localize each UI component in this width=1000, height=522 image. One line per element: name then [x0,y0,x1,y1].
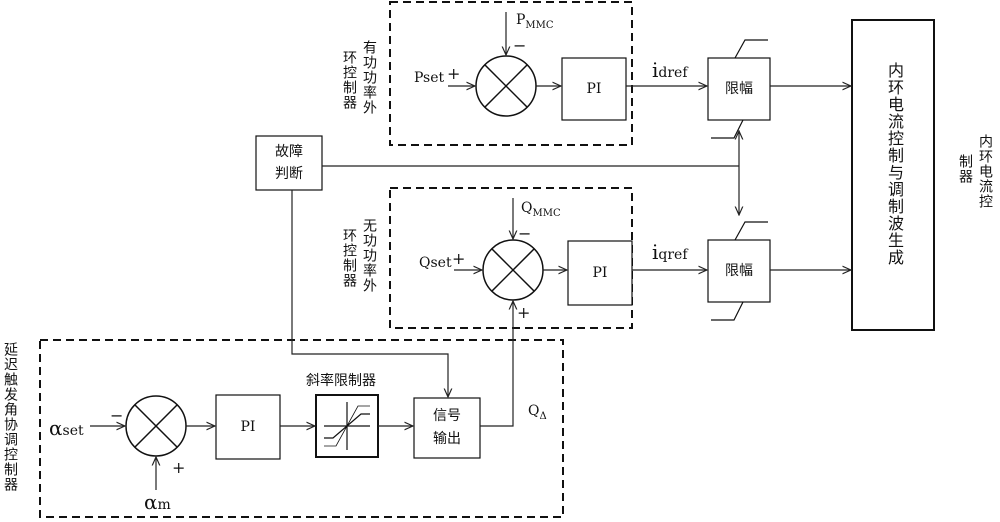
inner-loop-frame [851,19,935,331]
delay-angle-label: 延迟触发角协调控制器 [2,342,18,492]
reactive-outer-label-col2: 环控制器 [341,228,357,288]
limiter-top-frame [707,57,771,121]
q-set-plus: + [452,249,466,268]
sum-junction-p [475,55,537,117]
p-set-label: Pset [414,70,445,86]
q-mmc-label: QMMC [521,200,561,219]
pi-block-q-frame [567,240,633,306]
q-delta-label: QΔ [528,403,547,422]
p-mmc-minus: − [513,36,527,55]
q-mmc-minus: − [518,224,532,243]
signal-output-frame [413,397,481,459]
limiter-top-char-icon [734,39,768,59]
limiter-bottom-char-icon-low [711,301,744,321]
inner-loop-block: 内环电流控制与调制波生成 [885,62,904,266]
i-dref-label: idref [652,58,688,82]
alpha-set-label: αset [49,416,84,440]
pi-block-q: PI [592,265,608,281]
slope-limiter-title: 斜率限制器 [306,373,376,389]
active-outer-label-col2: 环控制器 [341,50,357,110]
slope-limiter-block [315,394,379,458]
p-mmc-label: PMMC [516,12,554,31]
fault-detect-line1: 故障 [275,144,303,160]
signal-output-line1: 信号 [433,408,461,424]
q-delta-plus: + [517,303,531,322]
limiter-bottom-frame [707,239,771,303]
sum-junction-q [482,239,544,301]
signal-output-line2: 输出 [433,431,461,447]
pi-block-p-frame [561,57,627,121]
limiter-bottom: 限幅 [725,263,753,279]
limiter-top: 限幅 [725,81,753,97]
limiter-top-char-icon-low [711,119,744,139]
alpha-set-minus: − [110,406,124,425]
inner-loop-label-col1: 内环电流控 [977,134,993,209]
pi-block-alpha: PI [240,419,256,435]
fault-detect-frame [255,135,323,191]
p-set-plus: + [447,64,461,83]
i-qref-label: iqref [652,240,688,264]
reactive-outer-label-col1: 无功功率外 [361,218,377,293]
active-outer-group [389,1,633,146]
alpha-m-plus: + [172,458,186,477]
active-outer-label-col1: 有功功率外 [361,40,377,115]
sum-junction-alpha [125,395,187,457]
limiter-bottom-char-icon [734,221,768,241]
alpha-m-label: αm [144,490,171,514]
q-set-label: Qset [419,255,452,271]
inner-loop-label-col2: 制器 [957,154,973,184]
pi-block-alpha-frame [215,394,281,460]
delay-angle-group [39,339,564,518]
fault-detect-line2: 判断 [275,166,303,182]
pi-block-p: PI [586,81,602,97]
